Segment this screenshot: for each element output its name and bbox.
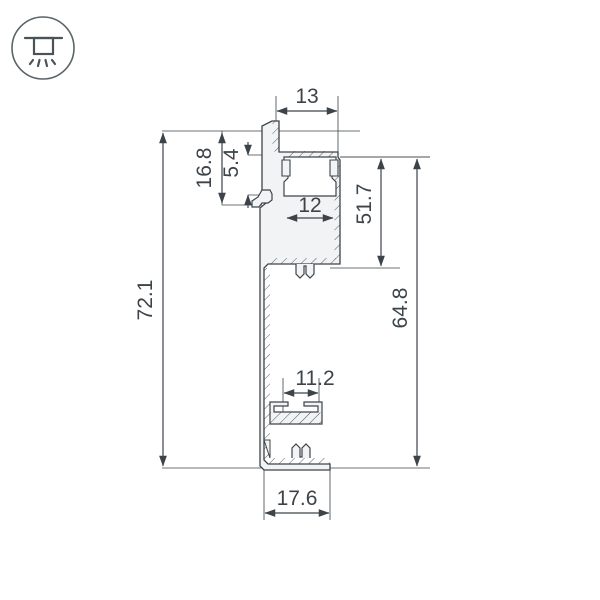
dimension-label-12: 12 xyxy=(298,194,321,217)
hatch-mid-shelf xyxy=(268,258,336,264)
hatch-slot-base xyxy=(270,412,322,424)
channel-lip-left xyxy=(281,159,291,177)
dimension-label-11-2: 11.2 xyxy=(295,367,334,390)
hatch-top-lip xyxy=(272,121,279,152)
hatch-right-wall xyxy=(334,160,340,264)
dimension-label-5-4: 5.4 xyxy=(220,148,243,178)
section-hatching xyxy=(264,121,340,464)
dimension-label-51-7: 51.7 xyxy=(353,184,376,225)
lower-slot-hatch xyxy=(270,412,322,424)
dimension-label-17-6: 17.6 xyxy=(277,487,318,510)
light-ray-3 xyxy=(44,58,49,68)
logo-circle xyxy=(11,16,75,80)
profile-cross-section xyxy=(251,120,341,471)
bottom-clip-hook xyxy=(291,443,311,458)
left-return-flange xyxy=(251,189,273,208)
dimension-label-16-8: 16.8 xyxy=(193,148,216,189)
light-ray-1 xyxy=(28,58,35,66)
led-channel-cavity xyxy=(283,156,337,197)
channel-lip-right xyxy=(329,159,339,177)
light-ray-2 xyxy=(36,58,41,68)
dimension-label-64-8: 64.8 xyxy=(389,288,412,329)
hatch-left-wall xyxy=(264,268,270,460)
dimension-label-72-1: 72.1 xyxy=(134,280,157,321)
hatch-channel-top xyxy=(286,151,334,157)
hatch-bottom-flange xyxy=(268,458,330,464)
ceiling-luminaire-icon xyxy=(11,16,75,80)
dimension-lines-group xyxy=(159,107,421,517)
dimension-label-13: 13 xyxy=(295,85,318,108)
mid-clip-hook xyxy=(295,264,315,279)
bottom-left-fillet xyxy=(263,439,271,459)
light-ray-4 xyxy=(50,58,57,66)
luminaire-body xyxy=(32,36,55,56)
